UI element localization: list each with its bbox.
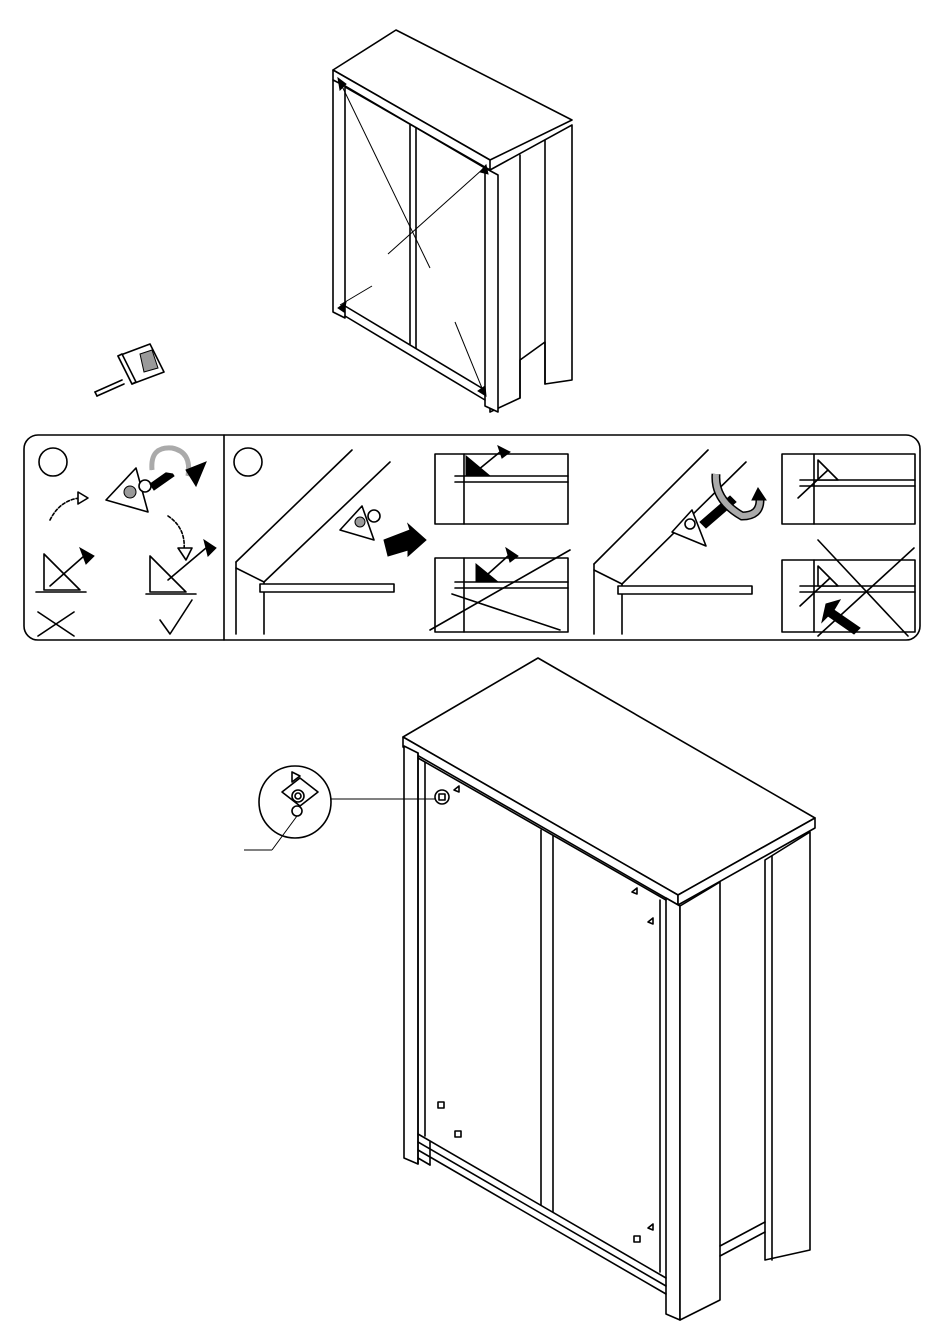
check-icon	[160, 600, 192, 634]
step-2	[234, 446, 915, 636]
shelf-corner-icon	[236, 450, 426, 634]
cabinet-diagonal-measure	[333, 30, 572, 412]
step-1	[36, 448, 216, 636]
cross-icon	[38, 612, 74, 636]
rotate-arrow-icon	[752, 488, 766, 500]
arrow-icon	[822, 600, 860, 634]
step-badge-2	[234, 448, 262, 476]
cabinet-back-view	[403, 658, 815, 1320]
step-badge-1	[39, 448, 67, 476]
screw-icon	[44, 548, 94, 590]
instruction-panel	[24, 435, 920, 640]
corner-bracket-icon	[106, 448, 206, 512]
tape-measure-icon	[95, 344, 164, 396]
